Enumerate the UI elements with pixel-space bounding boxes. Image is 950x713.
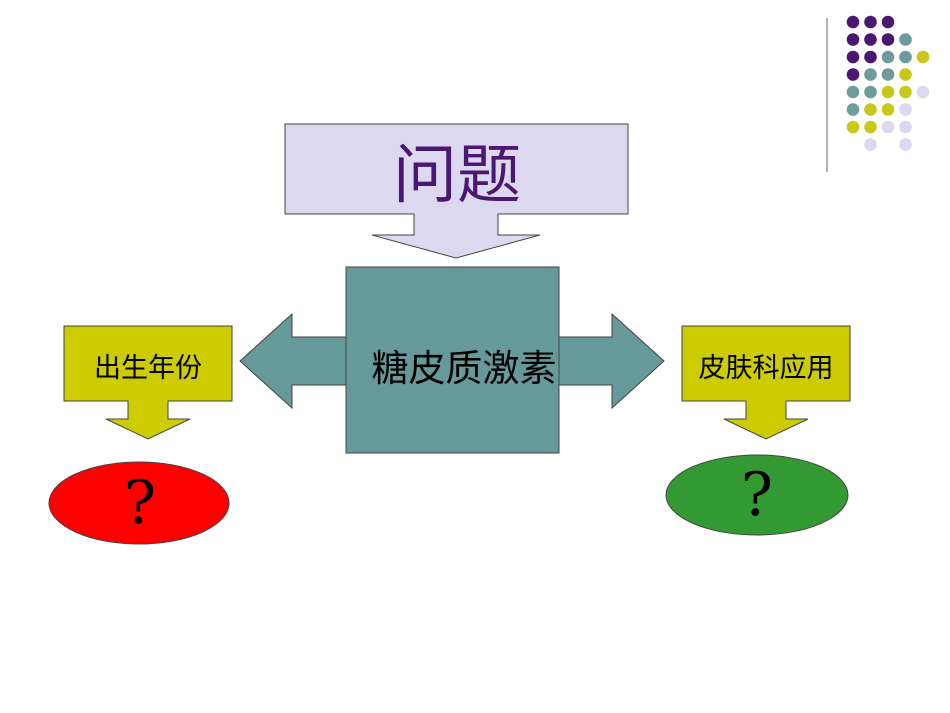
- decorative-dot: [881, 33, 895, 46]
- decorative-dot: [899, 120, 912, 134]
- center-text: 糖皮质激素: [371, 347, 557, 390]
- decorative-dot: [899, 50, 912, 64]
- decorative-dot: [881, 15, 895, 29]
- decorative-dot: [846, 68, 860, 81]
- decorative-dot: [916, 85, 930, 99]
- title-text: 问题: [393, 139, 521, 213]
- decorative-dot: [881, 103, 895, 116]
- decorative-dot: [916, 50, 930, 64]
- title-callout-shape: [284, 123, 629, 259]
- left-callout-shape: [63, 325, 233, 440]
- right-question-mark: ?: [740, 460, 774, 530]
- decorative-dot: [846, 50, 860, 64]
- left-question-mark: ?: [123, 468, 157, 538]
- decorative-dot: [864, 120, 877, 134]
- decorative-dot-grid: [846, 15, 930, 151]
- decorative-dot: [899, 103, 912, 116]
- center-box: [345, 266, 560, 454]
- right-oval: [665, 454, 849, 536]
- decorative-dot: [864, 33, 877, 46]
- decorative-dot: [864, 103, 877, 116]
- decorative-dot: [864, 15, 877, 29]
- decorative-dot: [846, 85, 860, 99]
- decorative-dot: [899, 68, 912, 81]
- decorative-dot: [881, 68, 895, 81]
- left-callout-text: 出生年份: [94, 352, 202, 384]
- decorative-dot: [899, 85, 912, 99]
- left-oval: [48, 461, 230, 545]
- right-callout-shape: [681, 325, 851, 440]
- decorative-dot: [846, 15, 860, 29]
- decorative-dot: [881, 50, 895, 64]
- decorative-dot: [881, 85, 895, 99]
- decorative-dot: [864, 138, 877, 151]
- decorative-dot: [864, 68, 877, 81]
- decorative-dot: [864, 50, 877, 64]
- decorative-dot: [864, 85, 877, 99]
- decorative-dot: [846, 33, 860, 46]
- decorative-dot: [846, 103, 860, 116]
- decorative-dot: [899, 33, 912, 46]
- decorative-dot: [846, 120, 860, 134]
- decorative-dot: [881, 120, 895, 134]
- right-callout-text: 皮肤科应用: [698, 352, 834, 384]
- decorative-dot: [899, 138, 912, 151]
